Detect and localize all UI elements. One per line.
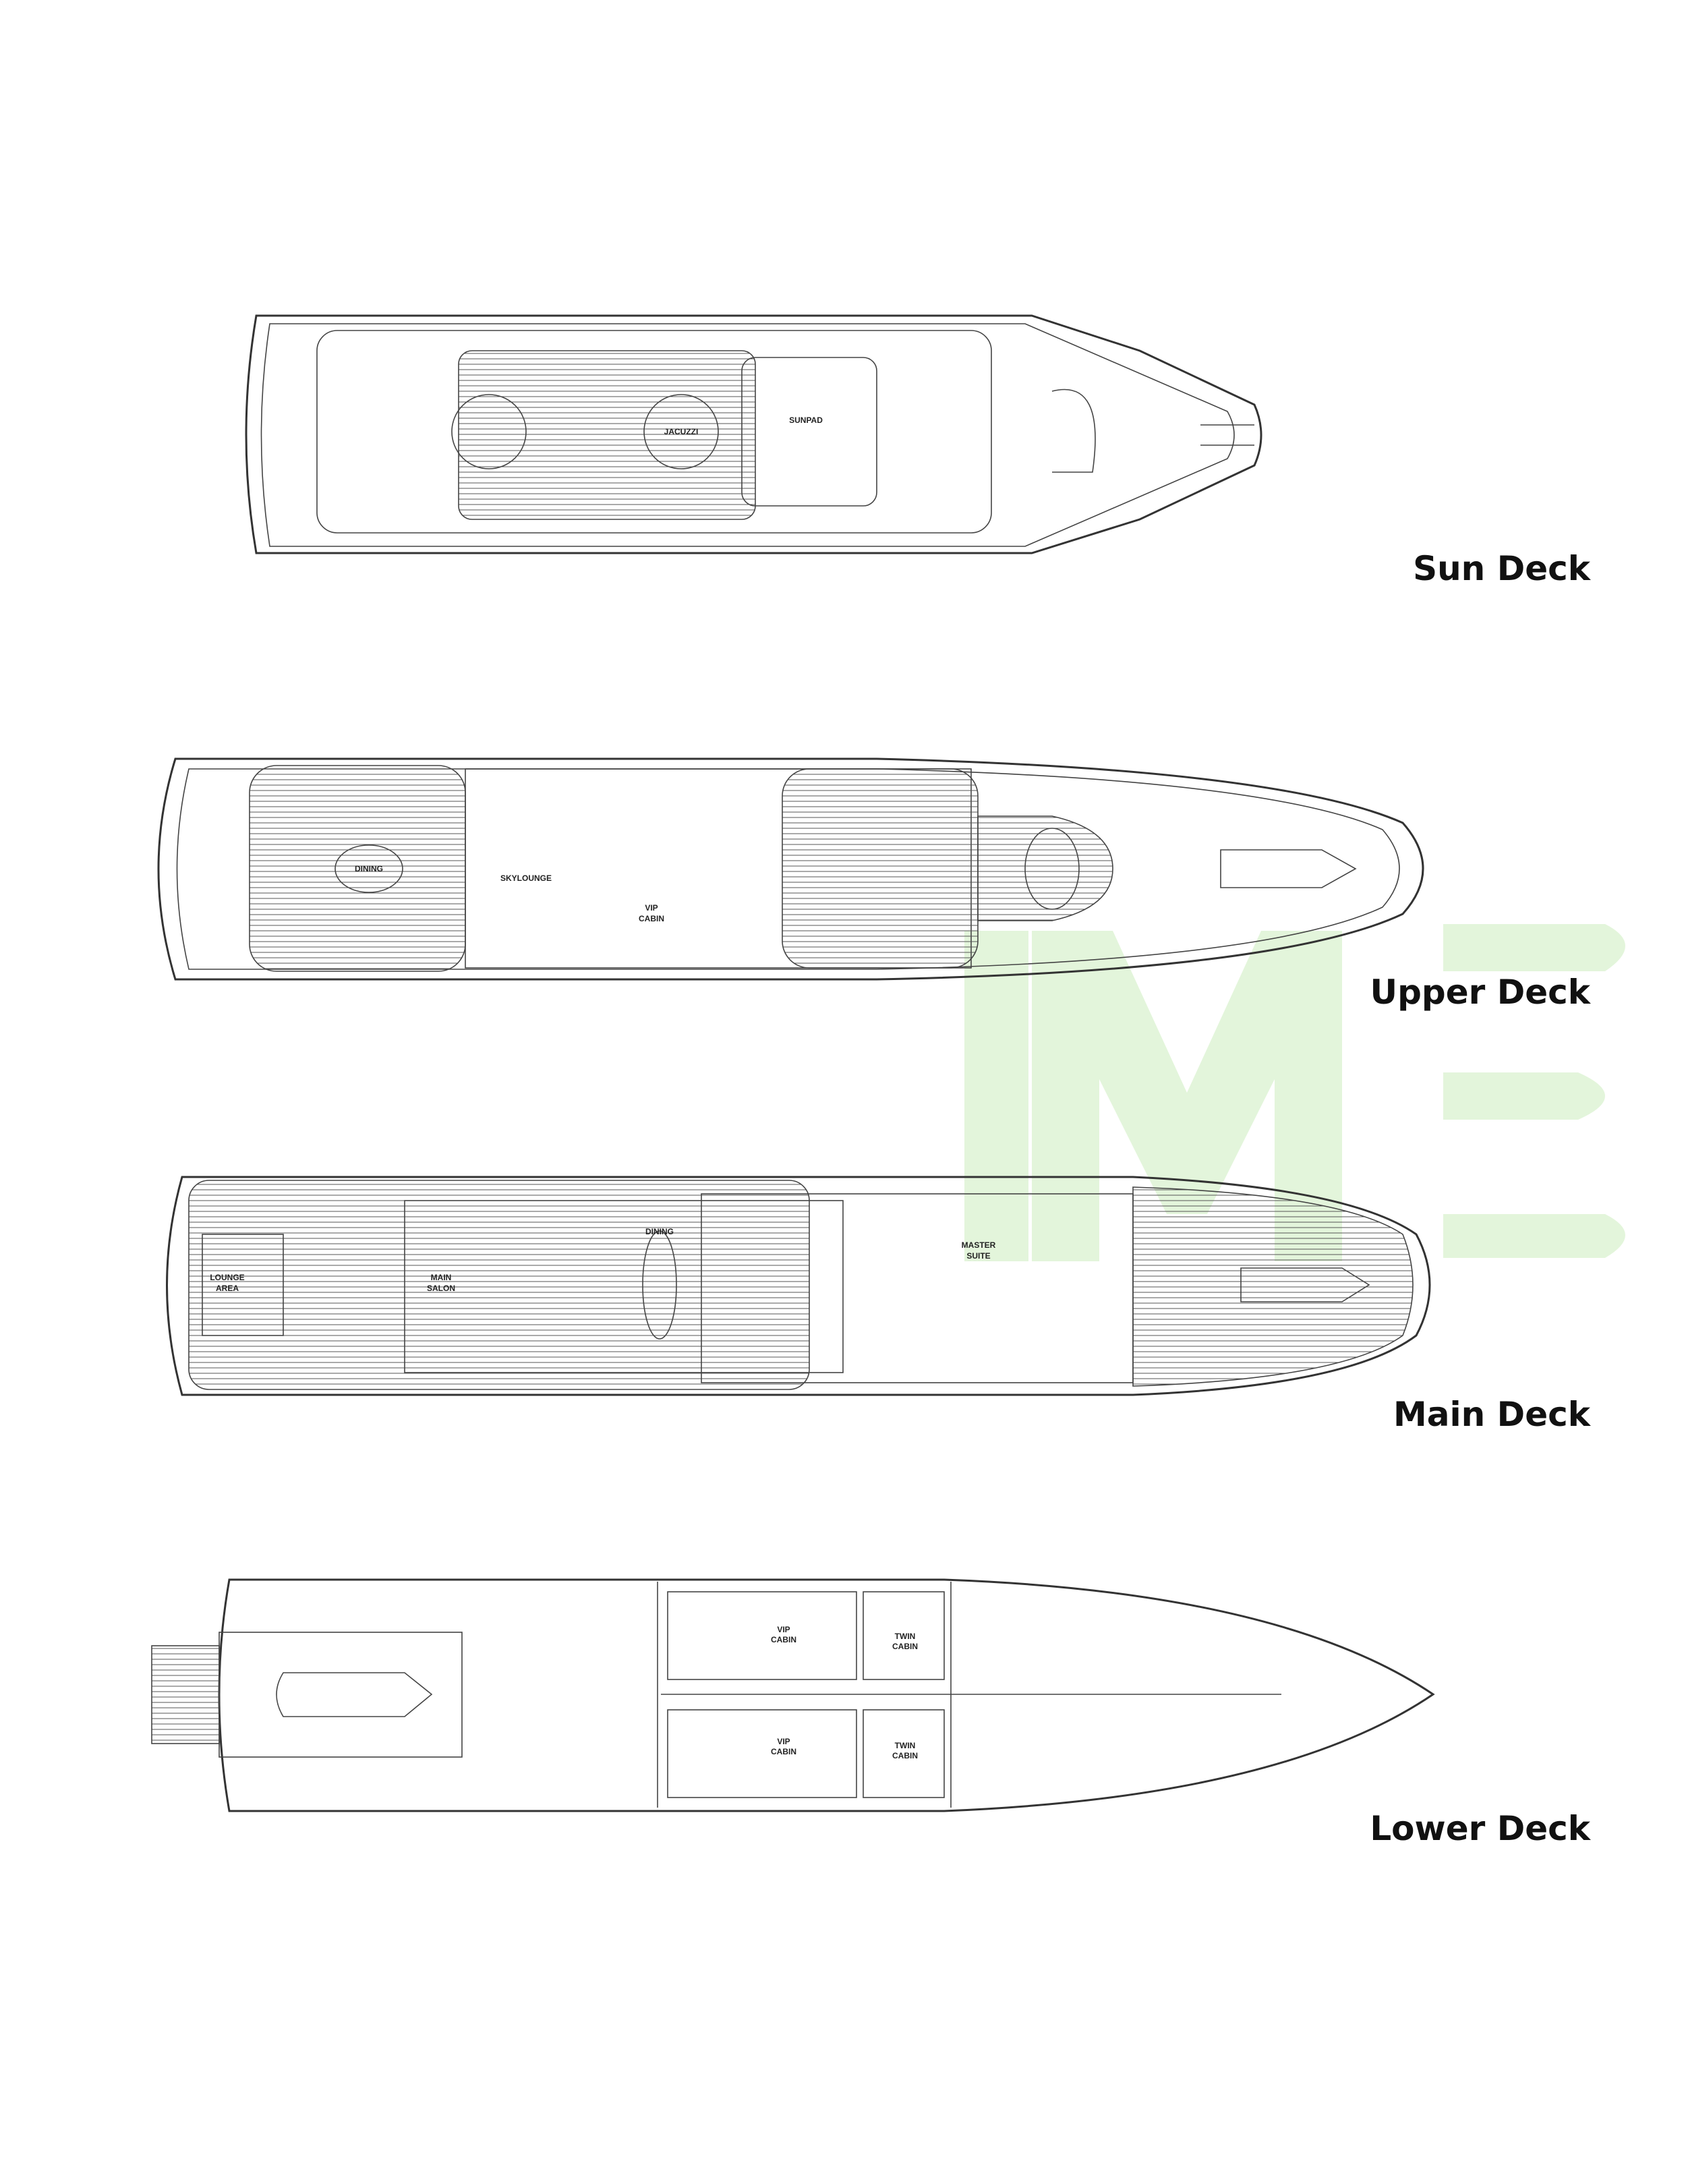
room-label-twin: TWIN <box>895 1632 916 1641</box>
room-label-cabin: CABIN <box>771 1635 796 1644</box>
room-label-lounge: LOUNGE <box>210 1273 244 1282</box>
room-label-dining: DINING <box>645 1227 674 1236</box>
room-label-twin: TWIN <box>895 1741 916 1750</box>
room-label-suite: SUITE <box>966 1251 990 1261</box>
room-label-main: MAIN <box>431 1273 452 1282</box>
deck-title-upper: Upper Deck <box>1370 973 1590 1012</box>
room-label-dining: DINING <box>355 864 383 873</box>
room-label-skylounge: SKYLOUNGE <box>500 873 552 883</box>
room-label-area: AREA <box>216 1284 239 1293</box>
room-label-vip: VIP <box>645 903 658 913</box>
room-label-vip: VIP <box>777 1737 790 1746</box>
room-label-cabin: CABIN <box>639 914 664 923</box>
room-label-master: MASTER <box>962 1240 996 1250</box>
room-label-cabin: CABIN <box>771 1747 796 1756</box>
main-deck-plan: LOUNGE AREA MAIN SALON DINING MASTER SUI… <box>166 1176 1431 1396</box>
room-label-sunpad: SUNPAD <box>789 415 823 425</box>
deck-title-lower: Lower Deck <box>1370 1809 1590 1848</box>
room-label-vip: VIP <box>777 1625 790 1634</box>
sun-deck-plan: JACUZZI SUNPAD <box>245 314 1262 554</box>
room-label-cabin: CABIN <box>892 1642 918 1651</box>
upper-deck-plan: DINING SKYLOUNGE VIP CABIN <box>157 757 1424 981</box>
room-label-salon: SALON <box>427 1284 455 1293</box>
room-label-cabin: CABIN <box>892 1751 918 1760</box>
room-label-jacuzzi: JACUZZI <box>664 427 699 436</box>
watermark-logo <box>964 924 1625 1261</box>
deck-title-main: Main Deck <box>1393 1395 1590 1434</box>
deck-title-sun: Sun Deck <box>1413 549 1590 588</box>
lower-deck-plan: VIP CABIN TWIN CABIN VIP CABIN TWIN CABI… <box>151 1578 1435 1812</box>
